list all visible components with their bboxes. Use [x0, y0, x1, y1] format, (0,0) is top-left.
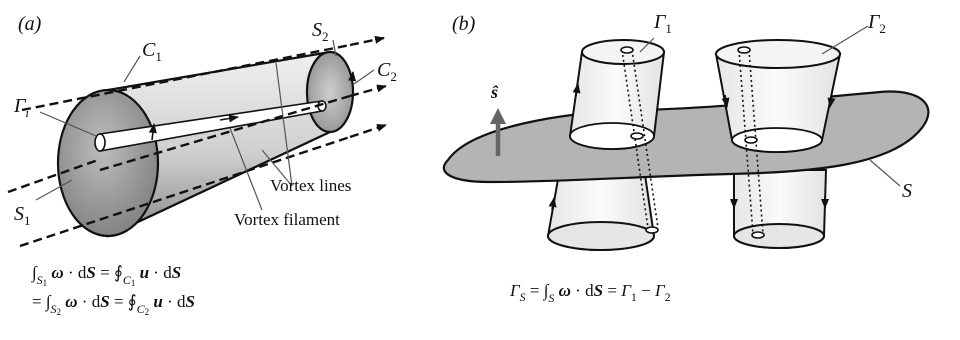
c2-direction-arrow: [348, 71, 357, 83]
tube-2-bottom-cap: [733, 223, 825, 249]
label-c1: C1: [142, 39, 162, 64]
filament-end-1: [94, 133, 106, 152]
vortex-line-3b: [99, 94, 351, 172]
tube-2-top-cap: [715, 39, 841, 69]
tube-1-bottom-cap: [547, 221, 655, 251]
vortex-line-3-tip: [349, 84, 387, 98]
surface-s: [442, 90, 930, 184]
vortex-line-2-tip: [349, 123, 387, 139]
vortex-line-3: [7, 158, 99, 194]
s-hat-arrowhead: [490, 108, 506, 124]
filament-2-bottom: [751, 231, 765, 239]
leader-vortex-lines-2: [261, 149, 293, 187]
panel-a: (a) C1 S2 C2 Γi: [7, 13, 397, 317]
label-gamma-1: Γ1: [653, 11, 672, 36]
leader-s: [869, 159, 901, 187]
c1-direction-arrow: [148, 123, 157, 141]
tube-1-upper-arrow: [572, 83, 581, 97]
label-c2: C2: [377, 59, 397, 84]
filament-2-mid: [744, 136, 758, 144]
label-gamma-i: Γi: [13, 95, 29, 120]
label-vortex-lines: Vortex lines: [270, 176, 351, 195]
equation-b: ΓS = ∫S ω · dS = Γ1 − Γ2: [509, 281, 671, 305]
panel-b-tag: (b): [452, 13, 476, 35]
panel-a-tag: (a): [18, 13, 42, 35]
label-s1: S1: [14, 203, 31, 228]
vortex-line-1-tip: [349, 35, 385, 47]
filament-1-top: [620, 46, 634, 54]
surface-s2: [305, 50, 355, 134]
leader-s2: [332, 39, 337, 57]
filament-2-top: [737, 46, 751, 54]
surface-s1: [56, 88, 160, 238]
leader-gamma-2: [821, 25, 869, 55]
equation-a-line2: = ∫S2 ω · dS = ∮C2 u · dS: [32, 292, 195, 317]
equation-a-line1: ∫S1 ω · dS = ∮C1 u · dS: [31, 263, 181, 288]
leader-gamma-i: [39, 111, 97, 137]
label-gamma-2: Γ2: [867, 11, 886, 36]
tube-2-upper-arrow: [721, 94, 730, 108]
label-s2: S2: [312, 19, 329, 44]
filament-2-left: [738, 49, 754, 235]
filament-2-right: [748, 49, 764, 235]
label-s-hat: ŝ: [490, 82, 499, 102]
leader-vortex-lines-1: [275, 62, 293, 187]
leader-c1: [123, 55, 141, 83]
leader-gamma-1: [639, 37, 655, 53]
label-vortex-filament: Vortex filament: [234, 210, 340, 229]
filament-1-mid: [630, 132, 644, 140]
vortex-line-2: [19, 135, 351, 248]
tube-2-surface-cap: [731, 127, 823, 153]
filament-direction-arrow: [219, 114, 239, 123]
filament-1-bottom: [645, 226, 659, 234]
tube-1-lower-arrow: [548, 197, 557, 211]
leader-c2: [353, 69, 375, 85]
label-s: S: [902, 180, 912, 202]
panel-b: (b) ŝ: [442, 11, 930, 305]
leader-vortex-filament: [229, 127, 263, 211]
leader-s1: [35, 179, 73, 201]
tube-2-right-upper-arrow: [827, 94, 836, 108]
